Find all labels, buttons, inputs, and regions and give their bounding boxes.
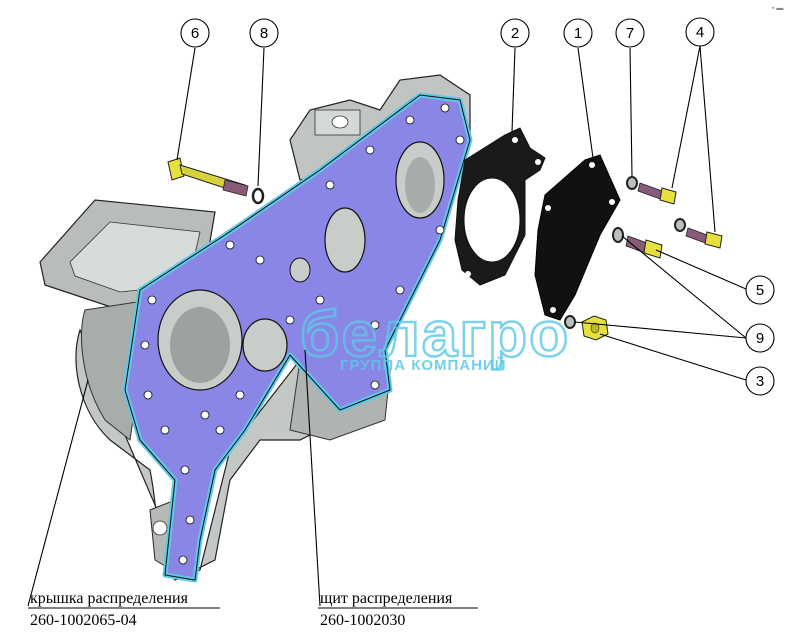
- callout-2-number: 2: [511, 25, 519, 42]
- shield-code-label: 260-1002030: [320, 612, 405, 629]
- nut-3: [581, 315, 609, 341]
- callout-4-number: 4: [696, 24, 704, 41]
- cover-plate-1: [534, 154, 621, 321]
- bolt-long-6: [167, 157, 249, 197]
- callout-7-number: 7: [626, 25, 634, 42]
- cover-name-label: крышка распределения: [30, 590, 189, 607]
- washer-8: [251, 187, 265, 205]
- callout-1: 1: [563, 18, 593, 48]
- watermark-logo: белагро: [300, 298, 570, 370]
- callout-6: 6: [180, 18, 210, 48]
- callout-5-number: 5: [756, 282, 764, 299]
- stud-5: [625, 235, 663, 259]
- watermark: белагро ГРУППА КОМПАНИЙ: [299, 297, 570, 374]
- callout-1-number: 1: [574, 25, 582, 42]
- washer-4: [674, 218, 686, 232]
- leader-lines: [27, 45, 747, 609]
- shield-name-label: щит распределения: [320, 590, 453, 607]
- callout-9-number: 9: [756, 330, 764, 347]
- callout-8: 8: [249, 18, 279, 48]
- bolt-short-4b: [685, 227, 723, 249]
- callout-3-number: 3: [756, 373, 764, 390]
- washer-9a: [612, 227, 624, 243]
- callout-5: 5: [745, 275, 775, 305]
- cover-code-label: 260-1002065-04: [30, 612, 137, 629]
- callout-2: 2: [500, 18, 530, 48]
- watermark-subtitle: ГРУППА КОМПАНИЙ: [340, 356, 507, 374]
- bolt-short-4a: [637, 182, 677, 205]
- callout-7: 7: [615, 18, 645, 48]
- callout-9: 9: [745, 323, 775, 353]
- callout-6-number: 6: [191, 25, 199, 42]
- timing-shield-plate: [122, 92, 473, 583]
- corner-mark: ▪ ▬: [772, 5, 783, 12]
- callout-8-number: 8: [260, 25, 268, 42]
- callout-3: 3: [745, 366, 775, 396]
- washer-7: [626, 176, 638, 190]
- gasket-2: [454, 127, 546, 286]
- callout-4: 4: [685, 17, 715, 47]
